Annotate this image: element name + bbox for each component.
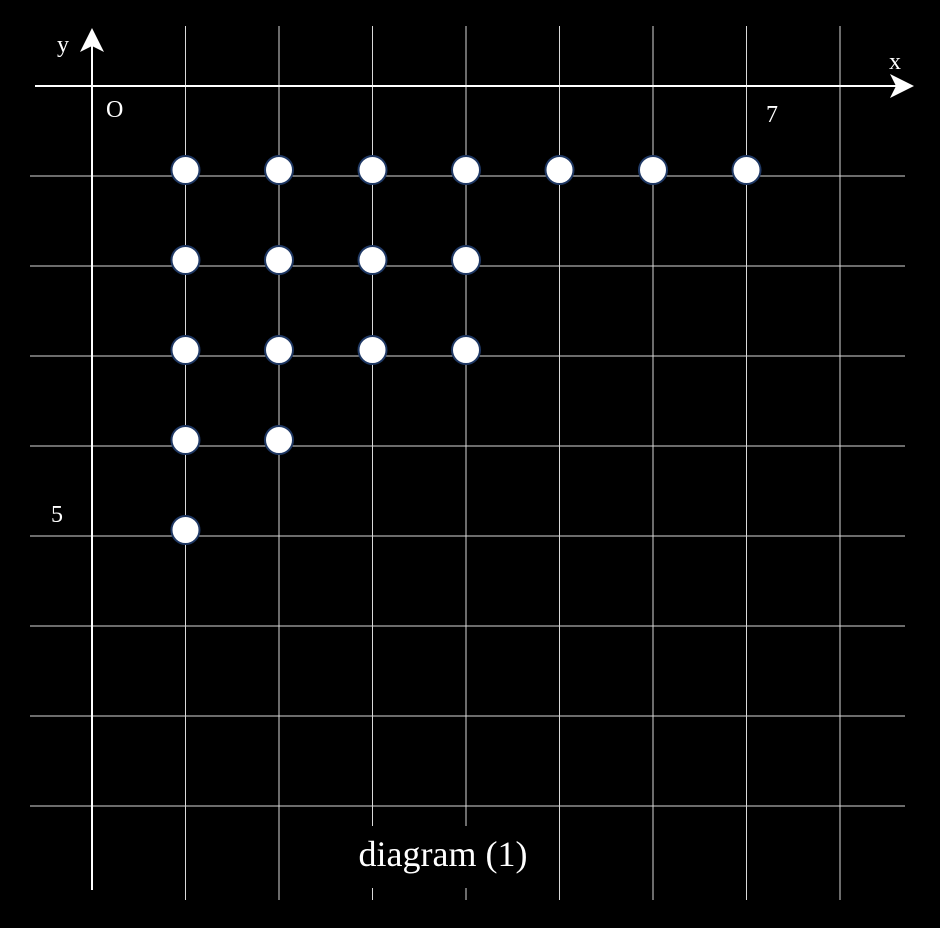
lattice-point: [170, 515, 201, 545]
lattice-point: [170, 335, 201, 365]
lattice-point: [264, 425, 294, 455]
lattice-point: [357, 245, 388, 275]
origin-label: O: [106, 97, 123, 123]
lattice-point: [264, 245, 294, 275]
y-axis-label: y: [57, 32, 69, 58]
lattice-point: [264, 155, 294, 185]
caption-backdrop: [340, 826, 546, 888]
lattice-point: [451, 155, 481, 185]
lattice-point: [170, 155, 201, 185]
lattice-point: [170, 425, 201, 455]
lattice-point: [357, 335, 388, 365]
lattice-point: [544, 155, 575, 185]
lattice-point: [451, 245, 481, 275]
x-mark-label: 7: [766, 102, 778, 128]
lattice-points: [170, 155, 762, 545]
x-axis-label: x: [889, 49, 901, 75]
lattice-point: [451, 335, 481, 365]
lattice-point: [731, 155, 762, 185]
lattice-point: [638, 155, 668, 185]
diagram-caption: diagram (1): [359, 834, 528, 874]
y-mark-label: 5: [51, 502, 63, 528]
lattice-point: [264, 335, 294, 365]
lattice-point: [357, 155, 388, 185]
lattice-point: [170, 245, 201, 275]
